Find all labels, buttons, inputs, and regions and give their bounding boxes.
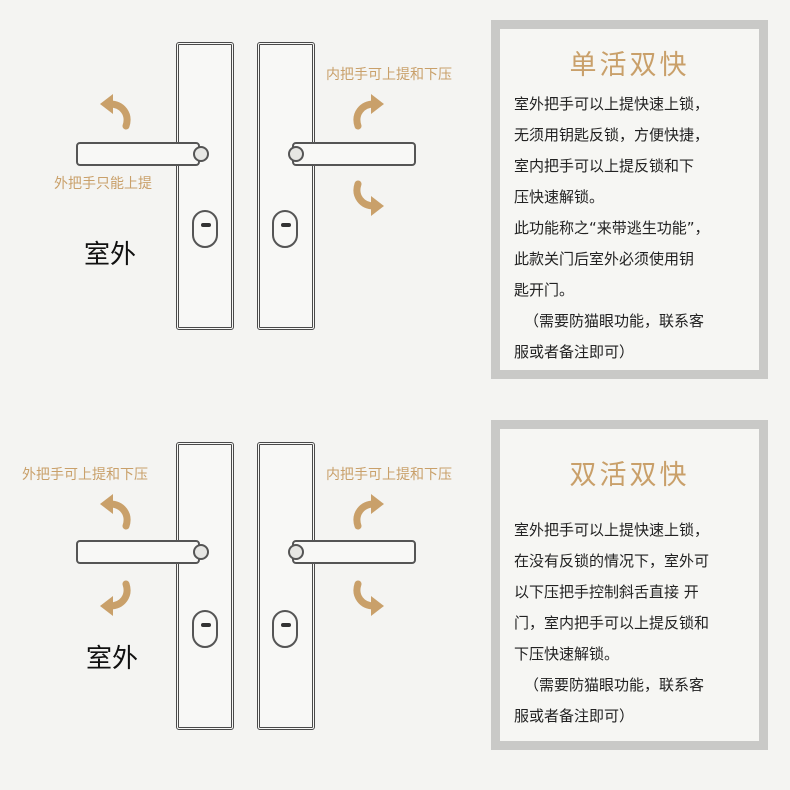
outer-handle-pivot	[193, 544, 209, 560]
panel-line: 此款关门后室外必须使用钥	[514, 250, 695, 268]
inner-handle	[292, 142, 416, 166]
inner-handle	[292, 540, 416, 564]
panel-line: 室外把手可以上提快速上锁，	[514, 521, 710, 539]
feature-panel-single: 单活双快 室外把手可以上提快速上锁， 无须用钥匙反锁，方便快捷， 室内把手可以上…	[491, 20, 768, 379]
right-handle-caption: 内把手可上提和下压	[326, 467, 452, 483]
panel-line: 压快速解锁。	[514, 188, 605, 206]
outer-lock-plate	[176, 442, 234, 730]
inner-handle-pivot	[288, 146, 304, 162]
panel-line: 服或者备注即可）	[514, 707, 635, 725]
inner-keyhole	[272, 210, 298, 248]
panel-line: 在没有反锁的情况下，室外可	[514, 552, 710, 570]
inner-lock-plate	[257, 442, 315, 730]
curved-arrow-up-icon	[350, 92, 388, 130]
curved-arrow-down-icon	[350, 580, 388, 618]
inner-lock-plate	[257, 42, 315, 330]
outside-label: 室外	[84, 240, 137, 270]
outer-lock-plate	[176, 42, 234, 330]
panel-title: 单活双快	[569, 50, 690, 81]
panel-line: 无须用钥匙反锁，方便快捷，	[514, 126, 710, 144]
curved-arrow-down-icon	[350, 180, 388, 218]
outer-keyhole	[192, 610, 218, 648]
outer-handle-pivot	[193, 146, 209, 162]
panel-line: 匙开门。	[514, 281, 575, 299]
curved-arrow-up-icon	[350, 492, 388, 530]
outer-handle	[76, 540, 200, 564]
lock-diagram-double: 外把手可上提和下压 内把手可上提和下压 室外	[0, 400, 480, 790]
left-handle-caption: 外把手只能上提	[54, 176, 152, 192]
outer-handle	[76, 142, 200, 166]
panel-line: 以下压把手控制斜舌直接 开	[514, 583, 699, 601]
right-handle-caption: 内把手可上提和下压	[326, 67, 452, 83]
curved-arrow-down-icon	[96, 580, 134, 618]
panel-line: 门，室内把手可以上提反锁和	[514, 614, 710, 632]
panel-body: 室外把手可以上提快速上锁， 无须用钥匙反锁，方便快捷， 室内把手可以上提反锁和下…	[500, 89, 759, 368]
panel-line: 服或者备注即可）	[514, 343, 635, 361]
curved-arrow-up-icon	[96, 92, 134, 130]
panel-line: （需要防猫眼功能，联系客	[524, 312, 705, 330]
panel-line: 此功能称之“来带逃生功能”，	[514, 219, 710, 237]
panel-title: 双活双快	[569, 460, 690, 491]
left-handle-caption: 外把手可上提和下压	[22, 467, 148, 483]
inner-keyhole	[272, 610, 298, 648]
panel-body: 室外把手可以上提快速上锁， 在没有反锁的情况下，室外可 以下压把手控制斜舌直接 …	[500, 515, 759, 732]
panel-line: 下压快速解锁。	[514, 645, 620, 663]
lock-diagram-single: 内把手可上提和下压 外把手只能上提 室外	[0, 0, 480, 390]
feature-panel-double: 双活双快 室外把手可以上提快速上锁， 在没有反锁的情况下，室外可 以下压把手控制…	[491, 420, 768, 750]
panel-line: （需要防猫眼功能，联系客	[524, 676, 705, 694]
panel-line: 室内把手可以上提反锁和下	[514, 157, 695, 175]
outside-label: 室外	[86, 644, 139, 674]
outer-keyhole	[192, 210, 218, 248]
inner-handle-pivot	[288, 544, 304, 560]
panel-line: 室外把手可以上提快速上锁，	[514, 95, 710, 113]
curved-arrow-up-icon	[96, 492, 134, 530]
